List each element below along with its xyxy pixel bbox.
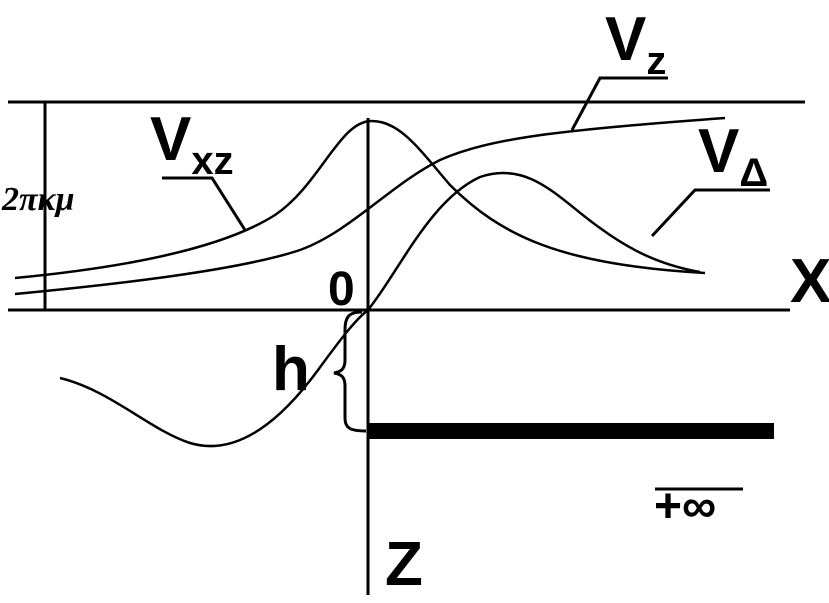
amplitude-label: 2πκμ bbox=[1, 181, 74, 218]
thin-sheet-body bbox=[368, 423, 774, 439]
z-axis-label: Z bbox=[385, 530, 423, 599]
x-axis-label: X bbox=[790, 247, 829, 316]
origin-label: 0 bbox=[328, 263, 355, 316]
vz-curve bbox=[14, 116, 726, 296]
vz-label: Vz bbox=[605, 5, 666, 83]
vxz-leader-line bbox=[162, 176, 247, 231]
vdelta-leader-line bbox=[650, 188, 770, 238]
depth-brace bbox=[333, 310, 367, 433]
vxz-curve bbox=[14, 119, 706, 280]
vdelta-curve bbox=[59, 171, 701, 448]
vxz-label: Vxz bbox=[150, 105, 234, 183]
infinity-label: +∞ bbox=[654, 480, 716, 533]
vdelta-label: VΔ bbox=[698, 117, 768, 195]
depth-label: h bbox=[272, 335, 310, 404]
vz-leader-line bbox=[570, 76, 668, 131]
